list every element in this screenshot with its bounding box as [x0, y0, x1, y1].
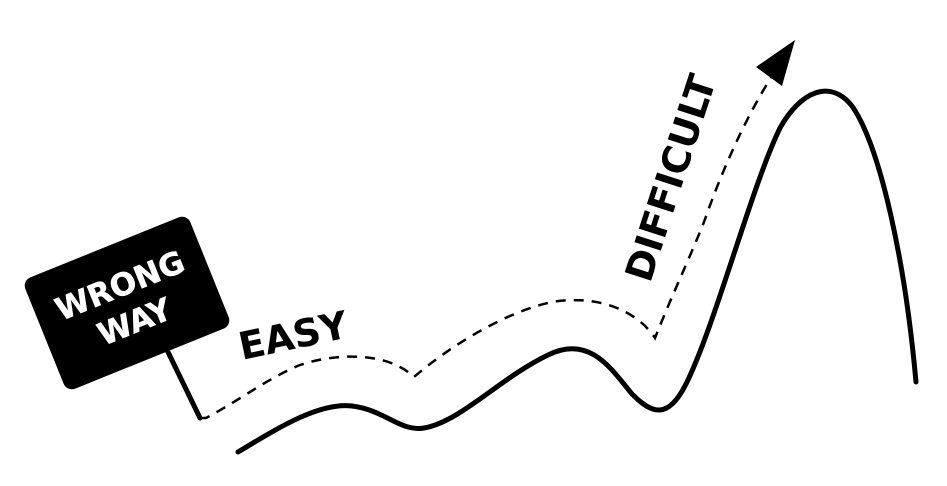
dashed-route: [200, 69, 778, 420]
terrain-curve: [235, 88, 919, 455]
sign-board: [24, 216, 230, 390]
sign-post: [165, 349, 203, 421]
difficult-label: DIFFICULT: [617, 69, 725, 287]
arrow-head-icon: [756, 40, 795, 86]
wrong-way-sign: WRONG WAY: [24, 216, 230, 390]
easy-label: EASY: [235, 303, 352, 369]
